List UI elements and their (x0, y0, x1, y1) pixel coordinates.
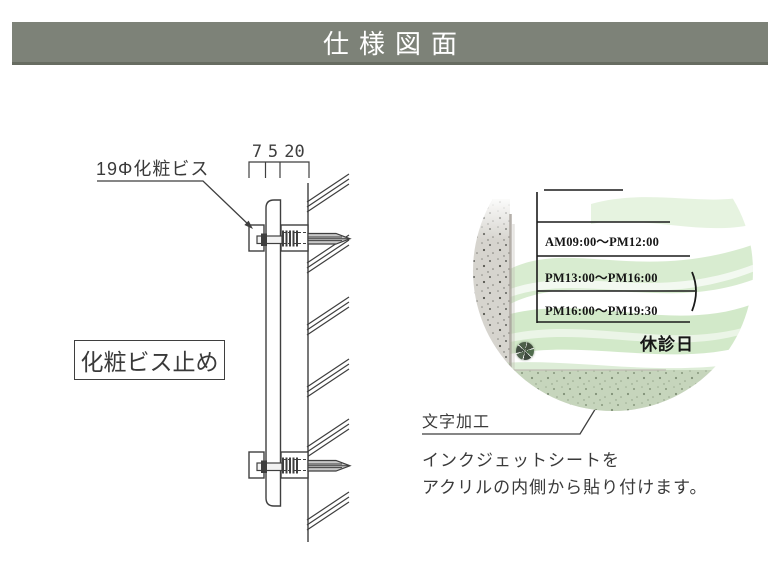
method-label: 化粧ビス止め (80, 349, 219, 375)
clover-logo (516, 342, 534, 360)
schedule-row: PM13:00〜PM16:00 (545, 271, 658, 285)
screw-assembly-bottom (248, 451, 352, 479)
screw-assembly-top (248, 224, 352, 252)
detail-photo-circle (473, 131, 753, 411)
dimension-label-7: 7 (251, 142, 263, 162)
schedule-row: AM09:00〜PM12:00 (545, 235, 660, 249)
leader-arrowhead (244, 220, 253, 229)
schedule-row: PM16:00〜PM19:30 (545, 304, 658, 318)
dimension-label-5: 5 (267, 142, 279, 162)
page-title: 仕様図面 (322, 28, 467, 59)
dimension-bracket (248, 161, 310, 178)
screw-callout-label: 19Φ化粧ビス (96, 159, 210, 179)
screw-leader-line (97, 180, 252, 228)
description-line: アクリルの内側から貼り付けます。 (422, 478, 708, 497)
acrylic-panel (265, 199, 282, 507)
method-label-box: 化粧ビス止め (74, 340, 225, 380)
process-label: 文字加工 (422, 414, 491, 431)
header-bar: 仕様図面 (12, 22, 768, 65)
closed-day-label: 休診日 (640, 335, 694, 354)
schedule-table-lines (536, 189, 697, 323)
description-line: インクジェットシートを (422, 451, 620, 470)
wall-hatching (306, 173, 350, 531)
dimension-label-20: 20 (284, 142, 305, 162)
